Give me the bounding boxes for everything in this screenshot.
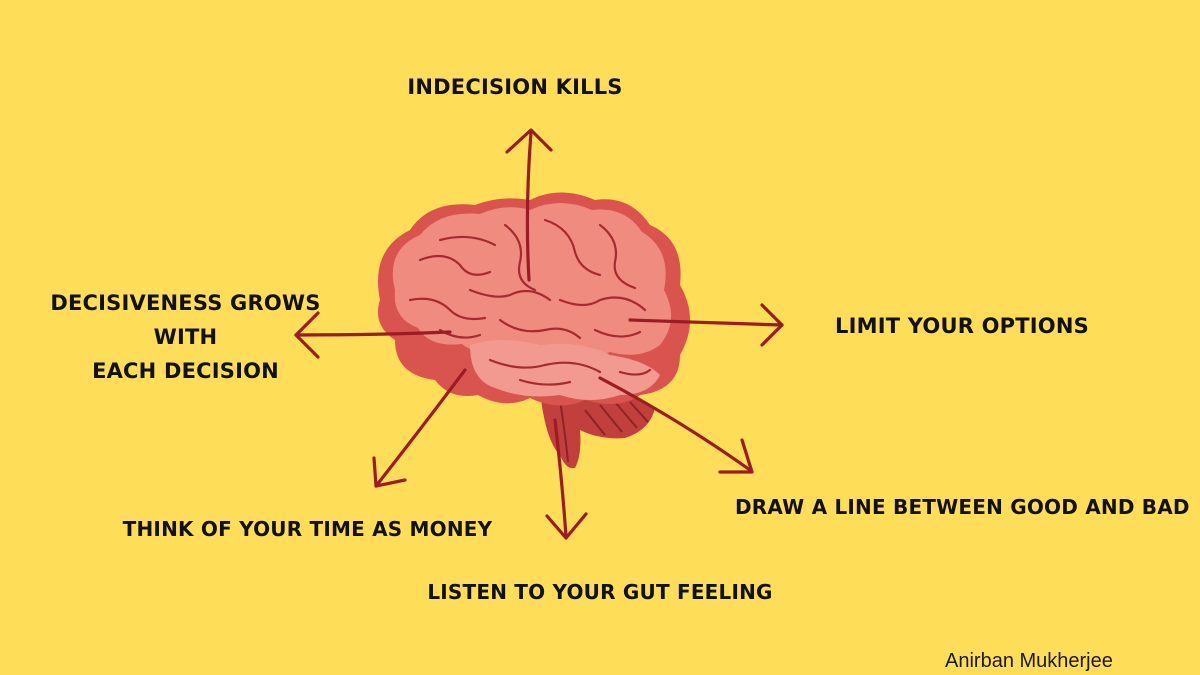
arrowhead-lower-left <box>372 456 407 488</box>
arrow-lower-left <box>374 368 467 488</box>
label-time-as-money: THINK OF YOUR TIME AS MONEY <box>122 517 493 541</box>
arrowhead-up <box>505 128 553 154</box>
arrowhead-lower-right <box>718 438 754 474</box>
arrowhead-right <box>760 303 784 347</box>
label-limit-options: LIMIT YOUR OPTIONS <box>835 314 1089 338</box>
label-decisiveness-line2: EACH DECISION <box>92 359 279 383</box>
label-decisiveness-grows: DECISIVENESS GROWS WITH EACH DECISION <box>18 286 353 388</box>
label-gut-feeling: LISTEN TO YOUR GUT FEELING <box>427 580 773 604</box>
label-draw-a-line: DRAW A LINE BETWEEN GOOD AND BAD <box>735 495 1190 519</box>
arrow-up <box>525 130 533 282</box>
label-decisiveness-line1: DECISIVENESS GROWS WITH <box>50 291 321 349</box>
arrowhead-left <box>294 311 320 359</box>
arrow-lower-right <box>598 376 752 472</box>
arrow-left <box>294 330 452 337</box>
brain-icon <box>377 192 690 469</box>
arrowhead-down <box>545 512 588 540</box>
author-credit: Anirban Mukherjee <box>945 650 1113 672</box>
arrow-down <box>553 418 568 538</box>
label-indecision-kills: INDECISION KILLS <box>407 75 623 99</box>
arrow-right <box>628 318 784 327</box>
arrow-icon <box>294 128 784 540</box>
